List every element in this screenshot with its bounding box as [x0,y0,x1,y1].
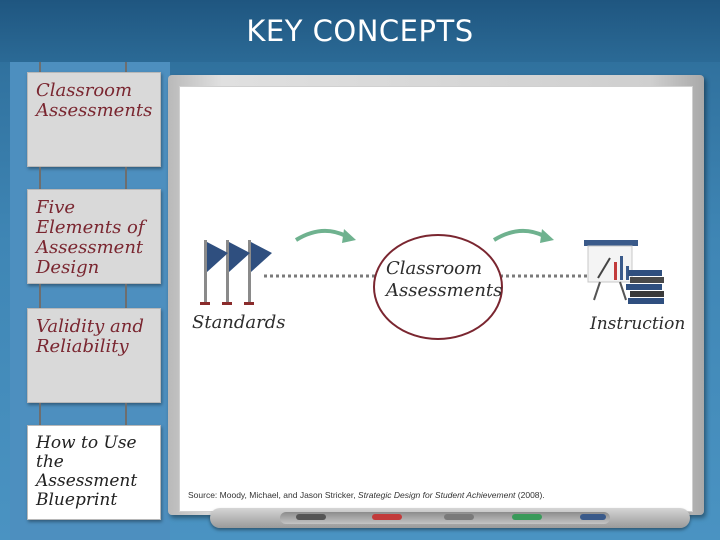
source-prefix: Source: Moody, Michael, and Jason Strick… [188,490,358,500]
hanger-post [125,403,127,425]
marker-icon [444,514,474,520]
sidebar-item-five-elements[interactable]: Five Elements of Assessment Design [27,189,161,284]
source-title: Strategic Design for Student Achievement [358,490,516,500]
sidebar-item-label: Classroom Assessments [36,81,154,121]
instruction-label: Instruction [590,314,685,334]
hanger-post [39,62,41,72]
sidebar-item-label: Validity and Reliability [36,317,154,357]
marker-icon [580,514,606,520]
hanger-post [39,403,41,425]
slide-title: KEY CONCEPTS [0,0,720,62]
hanger-post [125,62,127,72]
classroom-assessments-label: Classroom Assessments [386,258,496,302]
sidebar-item-classroom-assessments[interactable]: Classroom Assessments [27,72,161,167]
standards-label: Standards [192,312,286,333]
sidebar: Classroom Assessments Five Elements of A… [10,62,170,540]
hanger-post [125,284,127,308]
hanger-post [125,167,127,189]
marker-icon [296,514,326,520]
source-suffix: (2008). [515,490,544,500]
marker-icon [372,514,402,520]
sidebar-item-label: How to Use the Assessment Blueprint [36,434,154,510]
hanger-post [39,167,41,189]
sidebar-item-validity-reliability[interactable]: Validity and Reliability [27,308,161,403]
hanger-post [39,284,41,308]
source-citation: Source: Moody, Michael, and Jason Strick… [188,490,545,500]
marker-icon [512,514,542,520]
sidebar-item-label: Five Elements of Assessment Design [36,198,154,278]
sidebar-item-assessment-blueprint[interactable]: How to Use the Assessment Blueprint [27,425,161,520]
